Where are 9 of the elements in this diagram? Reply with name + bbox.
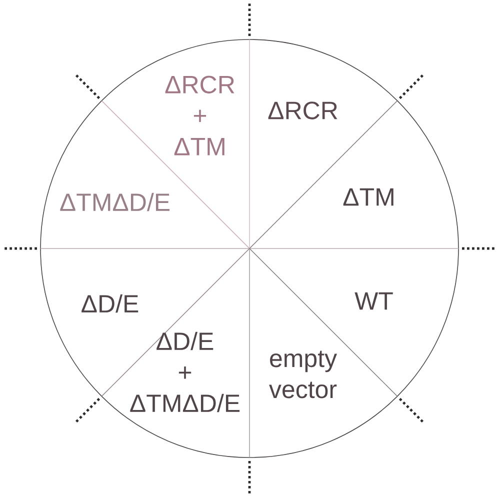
sector-label: ΔRCR + ΔTM [165,76,234,156]
sector-label: ΔRCR [268,102,338,120]
sector-label: ΔD/E [82,294,138,313]
sector-label: ΔD/E + ΔTMΔD/E [130,332,240,412]
divided-circle [40,39,459,458]
sector-label: ΔTMΔD/E [60,192,170,212]
sector-label: empty vector [269,350,337,398]
sector-label: ΔTM [343,188,394,206]
sector-label: WT [354,292,393,310]
